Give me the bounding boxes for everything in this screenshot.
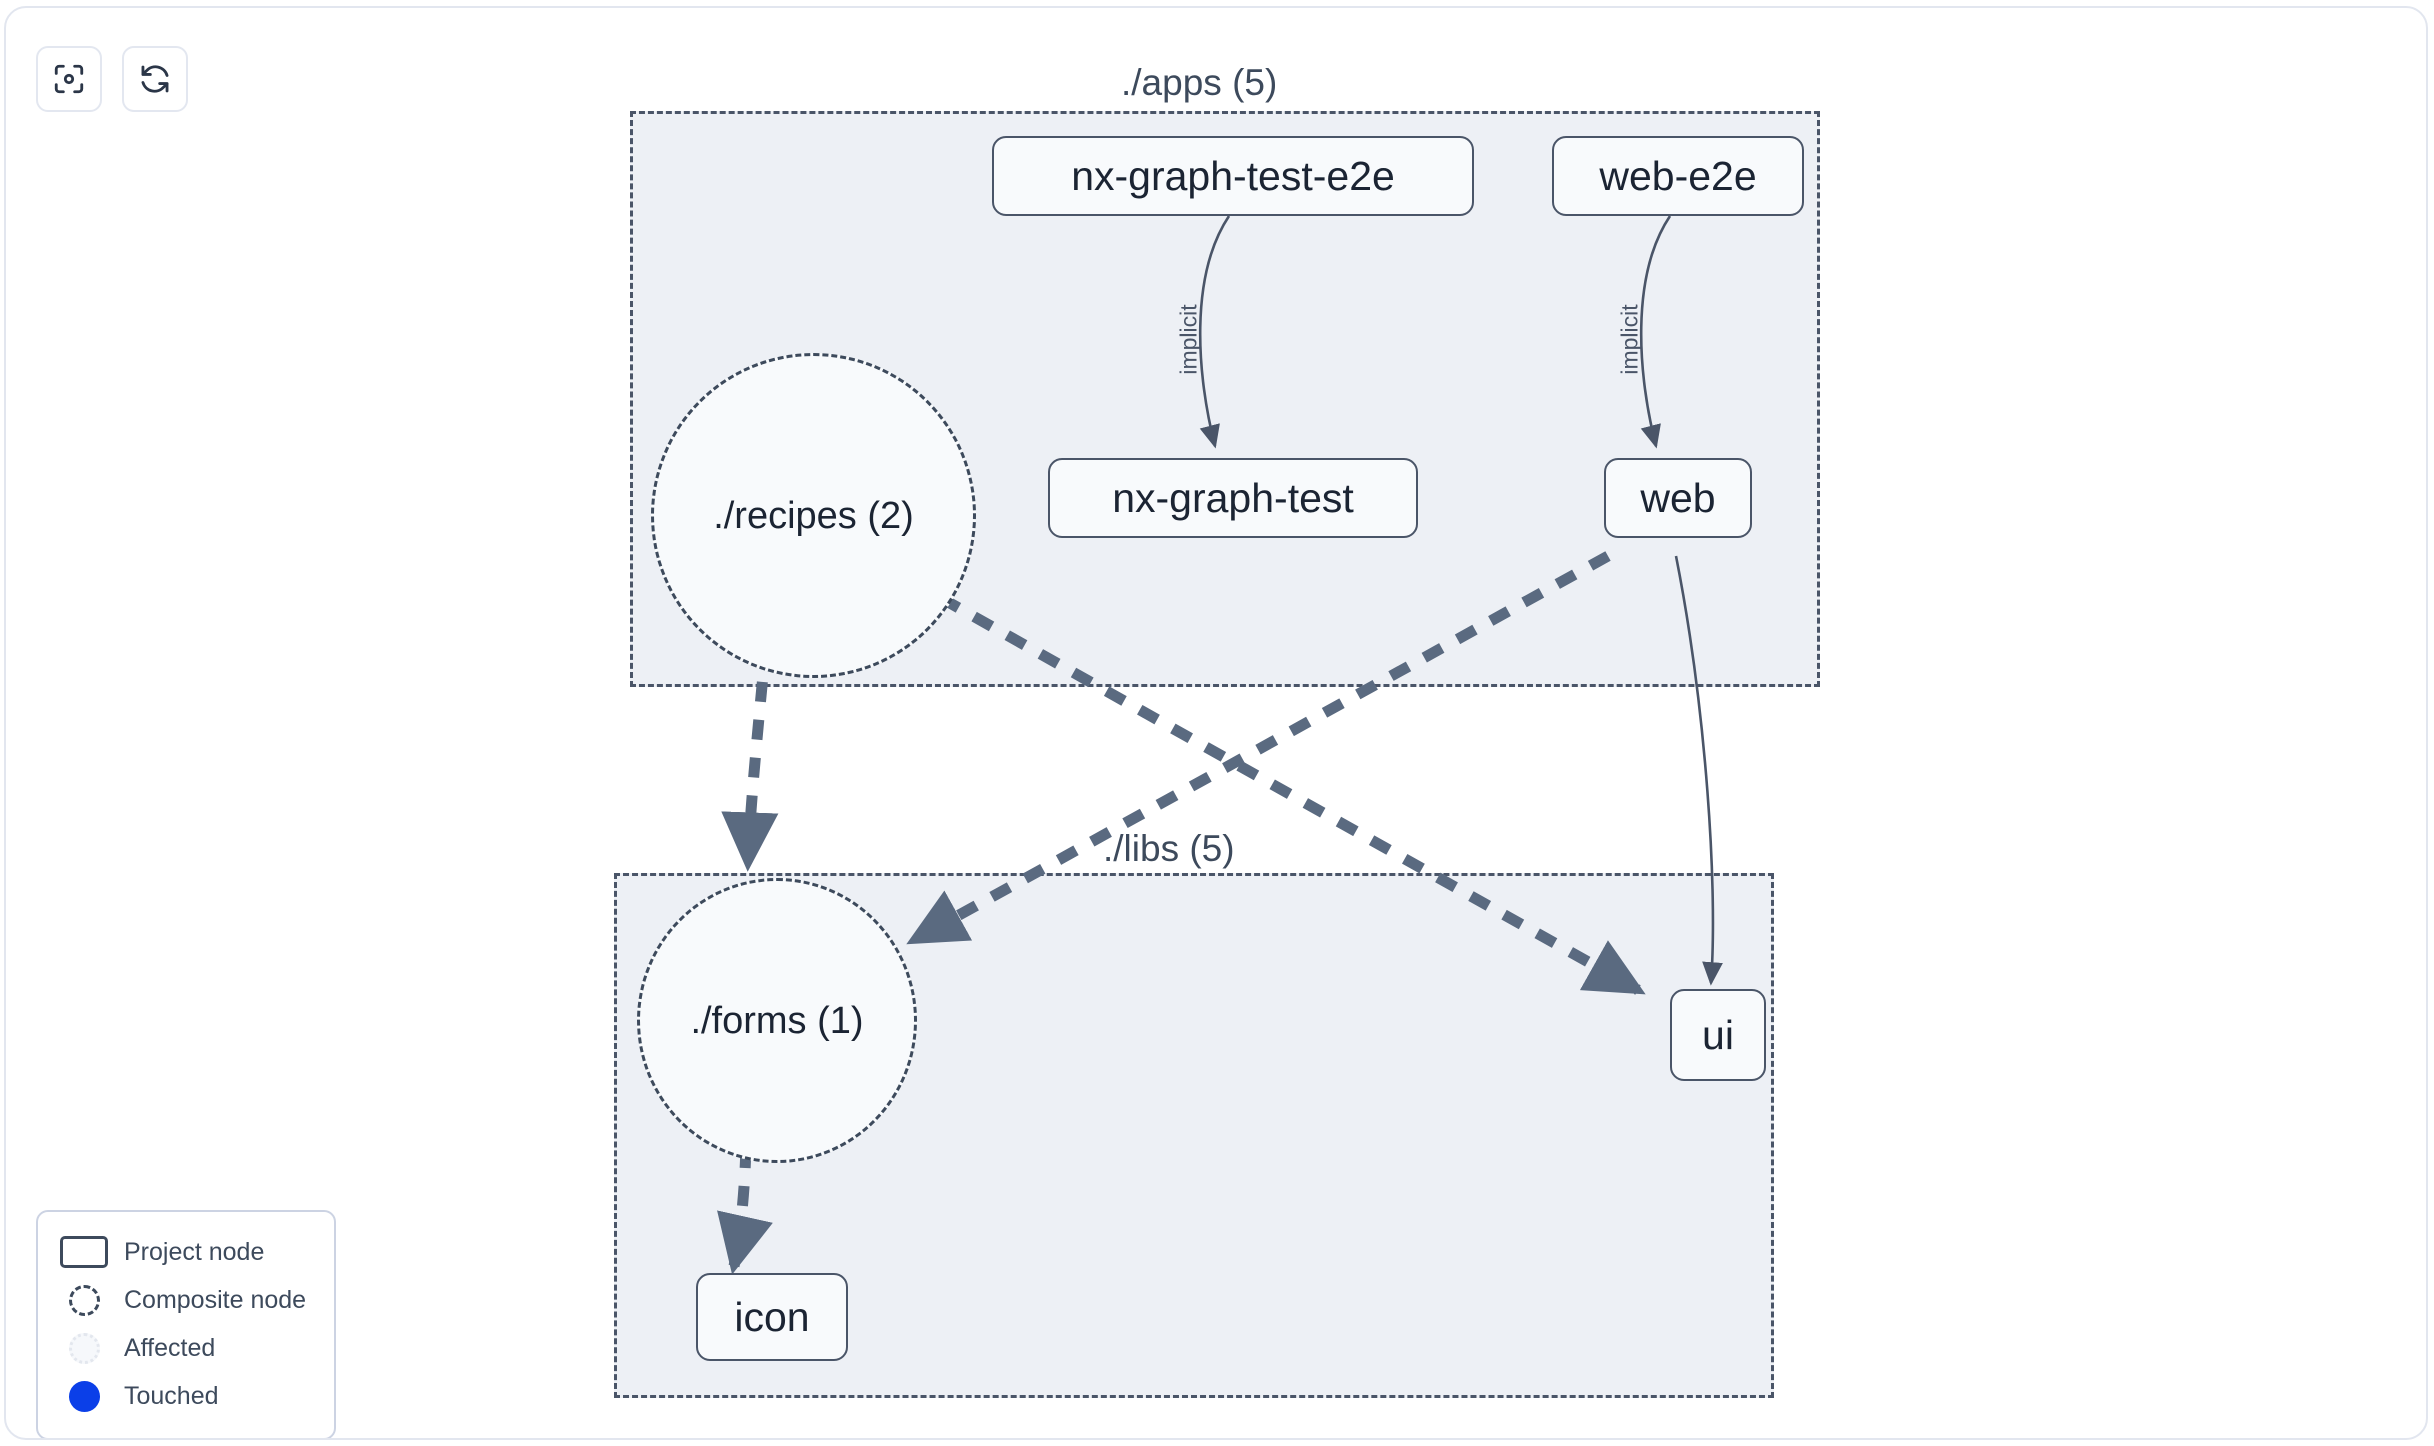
focus-graph-button[interactable]	[36, 46, 102, 112]
edge-web-to-forms[interactable]	[906, 551, 1611, 945]
composite-node-forms-label: ./forms (1)	[690, 999, 864, 1042]
project-node-icon[interactable]: icon	[696, 1273, 848, 1361]
legend-label-touched: Touched	[124, 1381, 219, 1410]
composite-node-forms[interactable]: ./forms (1)	[637, 878, 917, 1163]
edge-label-implicit-web: implicit	[1616, 304, 1643, 375]
focus-target-icon	[52, 62, 86, 96]
project-node-web-e2e-label: web-e2e	[1599, 152, 1757, 199]
project-node-web-label: web	[1640, 474, 1716, 521]
composite-node-swatch	[58, 1283, 110, 1317]
project-node-web[interactable]: web	[1604, 458, 1752, 538]
graph-edges-layer	[717, 215, 1723, 1275]
refresh-icon	[138, 62, 172, 96]
graph-legend: Project node Composite node Affected Tou…	[36, 1210, 336, 1438]
project-node-nx-graph-test[interactable]: nx-graph-test	[1048, 458, 1418, 538]
edge-forms-to-icon[interactable]	[717, 1147, 773, 1275]
edge-label-implicit-nx-graph-test: implicit	[1175, 304, 1202, 375]
edge-web-to-ui[interactable]	[1674, 555, 1723, 986]
legend-item-touched: Touched	[58, 1372, 314, 1420]
project-node-nx-graph-test-e2e-label: nx-graph-test-e2e	[1071, 152, 1395, 199]
graph-canvas-panel[interactable]: ./apps (5) ./libs (5)	[4, 6, 2428, 1440]
group-label-libs: ./libs (5)	[1103, 828, 1235, 869]
project-node-ui-label: ui	[1702, 1011, 1734, 1058]
composite-node-recipes[interactable]: ./recipes (2)	[651, 353, 976, 678]
legend-label-affected: Affected	[124, 1333, 216, 1362]
edge-web-e2e-to-web[interactable]	[1639, 215, 1672, 449]
affected-swatch	[58, 1331, 110, 1365]
refresh-graph-button[interactable]	[122, 46, 188, 112]
legend-item-project-node: Project node	[58, 1228, 314, 1276]
project-node-ui[interactable]: ui	[1670, 989, 1766, 1081]
legend-label-composite-node: Composite node	[124, 1285, 307, 1314]
legend-item-composite-node: Composite node	[58, 1276, 314, 1324]
legend-label-project-node: Project node	[124, 1237, 265, 1266]
touched-swatch	[58, 1379, 110, 1413]
edge-recipes-to-ui[interactable]	[938, 593, 1646, 995]
legend-item-affected: Affected	[58, 1324, 314, 1372]
composite-node-recipes-label: ./recipes (2)	[713, 494, 914, 537]
project-node-swatch	[58, 1235, 110, 1269]
graph-toolbar	[36, 46, 188, 112]
group-label-apps: ./apps (5)	[1121, 62, 1278, 103]
project-node-nx-graph-test-e2e[interactable]: nx-graph-test-e2e	[992, 136, 1474, 216]
project-node-icon-label: icon	[734, 1293, 810, 1340]
project-node-nx-graph-test-label: nx-graph-test	[1112, 474, 1354, 521]
edge-nx-graph-test-e2e-to-nx-graph-test[interactable]	[1198, 215, 1231, 449]
project-node-web-e2e[interactable]: web-e2e	[1552, 136, 1804, 216]
edge-recipes-to-forms[interactable]	[721, 643, 779, 872]
